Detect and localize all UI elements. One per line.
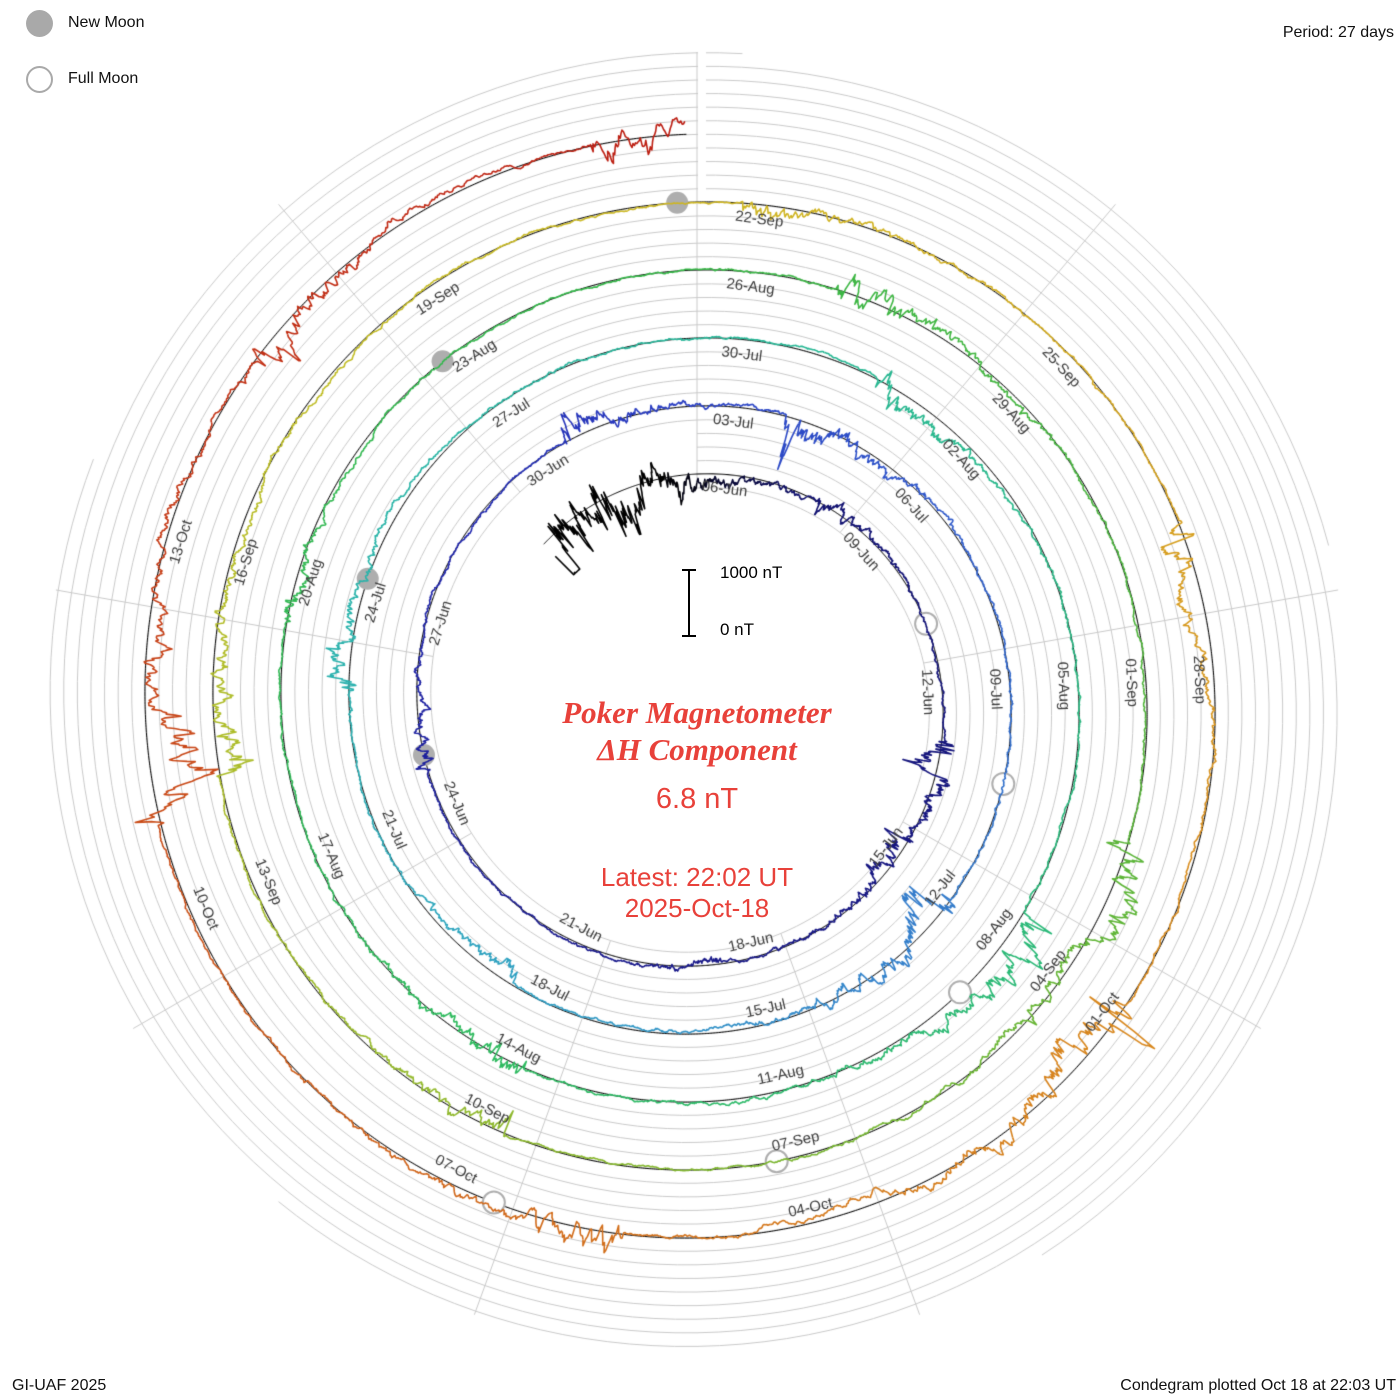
scale-bar-line: [682, 569, 696, 637]
current-value: 6.8 nT: [655, 783, 739, 815]
latest-date: 2025-Oct-18: [624, 893, 770, 923]
full-moon-label: Full Moon: [68, 70, 139, 87]
scale-bar-bottom-label: 0 nT: [720, 620, 755, 639]
scale-bar: 1000 nT 0 nT: [682, 563, 822, 639]
new-moon-icon: [26, 9, 53, 37]
chart-title-line1: Poker Magnetometer: [562, 695, 832, 730]
legend-full-moon: Full Moon: [26, 64, 144, 94]
period-label: Period: 27 days: [1282, 24, 1394, 41]
center-text-block: Poker Magnetometer ΔH Component 6.8 nT L…: [377, 694, 1017, 924]
credit-label: GI-UAF 2025: [12, 1377, 107, 1394]
plotted-timestamp: Condegram plotted Oct 18 at 22:03 UT: [1120, 1377, 1396, 1394]
new-moon-label: New Moon: [68, 14, 145, 31]
chart-title-line2: ΔH Component: [597, 732, 797, 767]
scale-bar-top-label: 1000 nT: [720, 563, 783, 582]
moon-legend: New Moon Full Moon: [26, 8, 144, 120]
legend-new-moon: New Moon: [26, 8, 144, 38]
full-moon-icon: [26, 65, 53, 93]
latest-time: Latest: 22:02 UT: [600, 862, 794, 892]
